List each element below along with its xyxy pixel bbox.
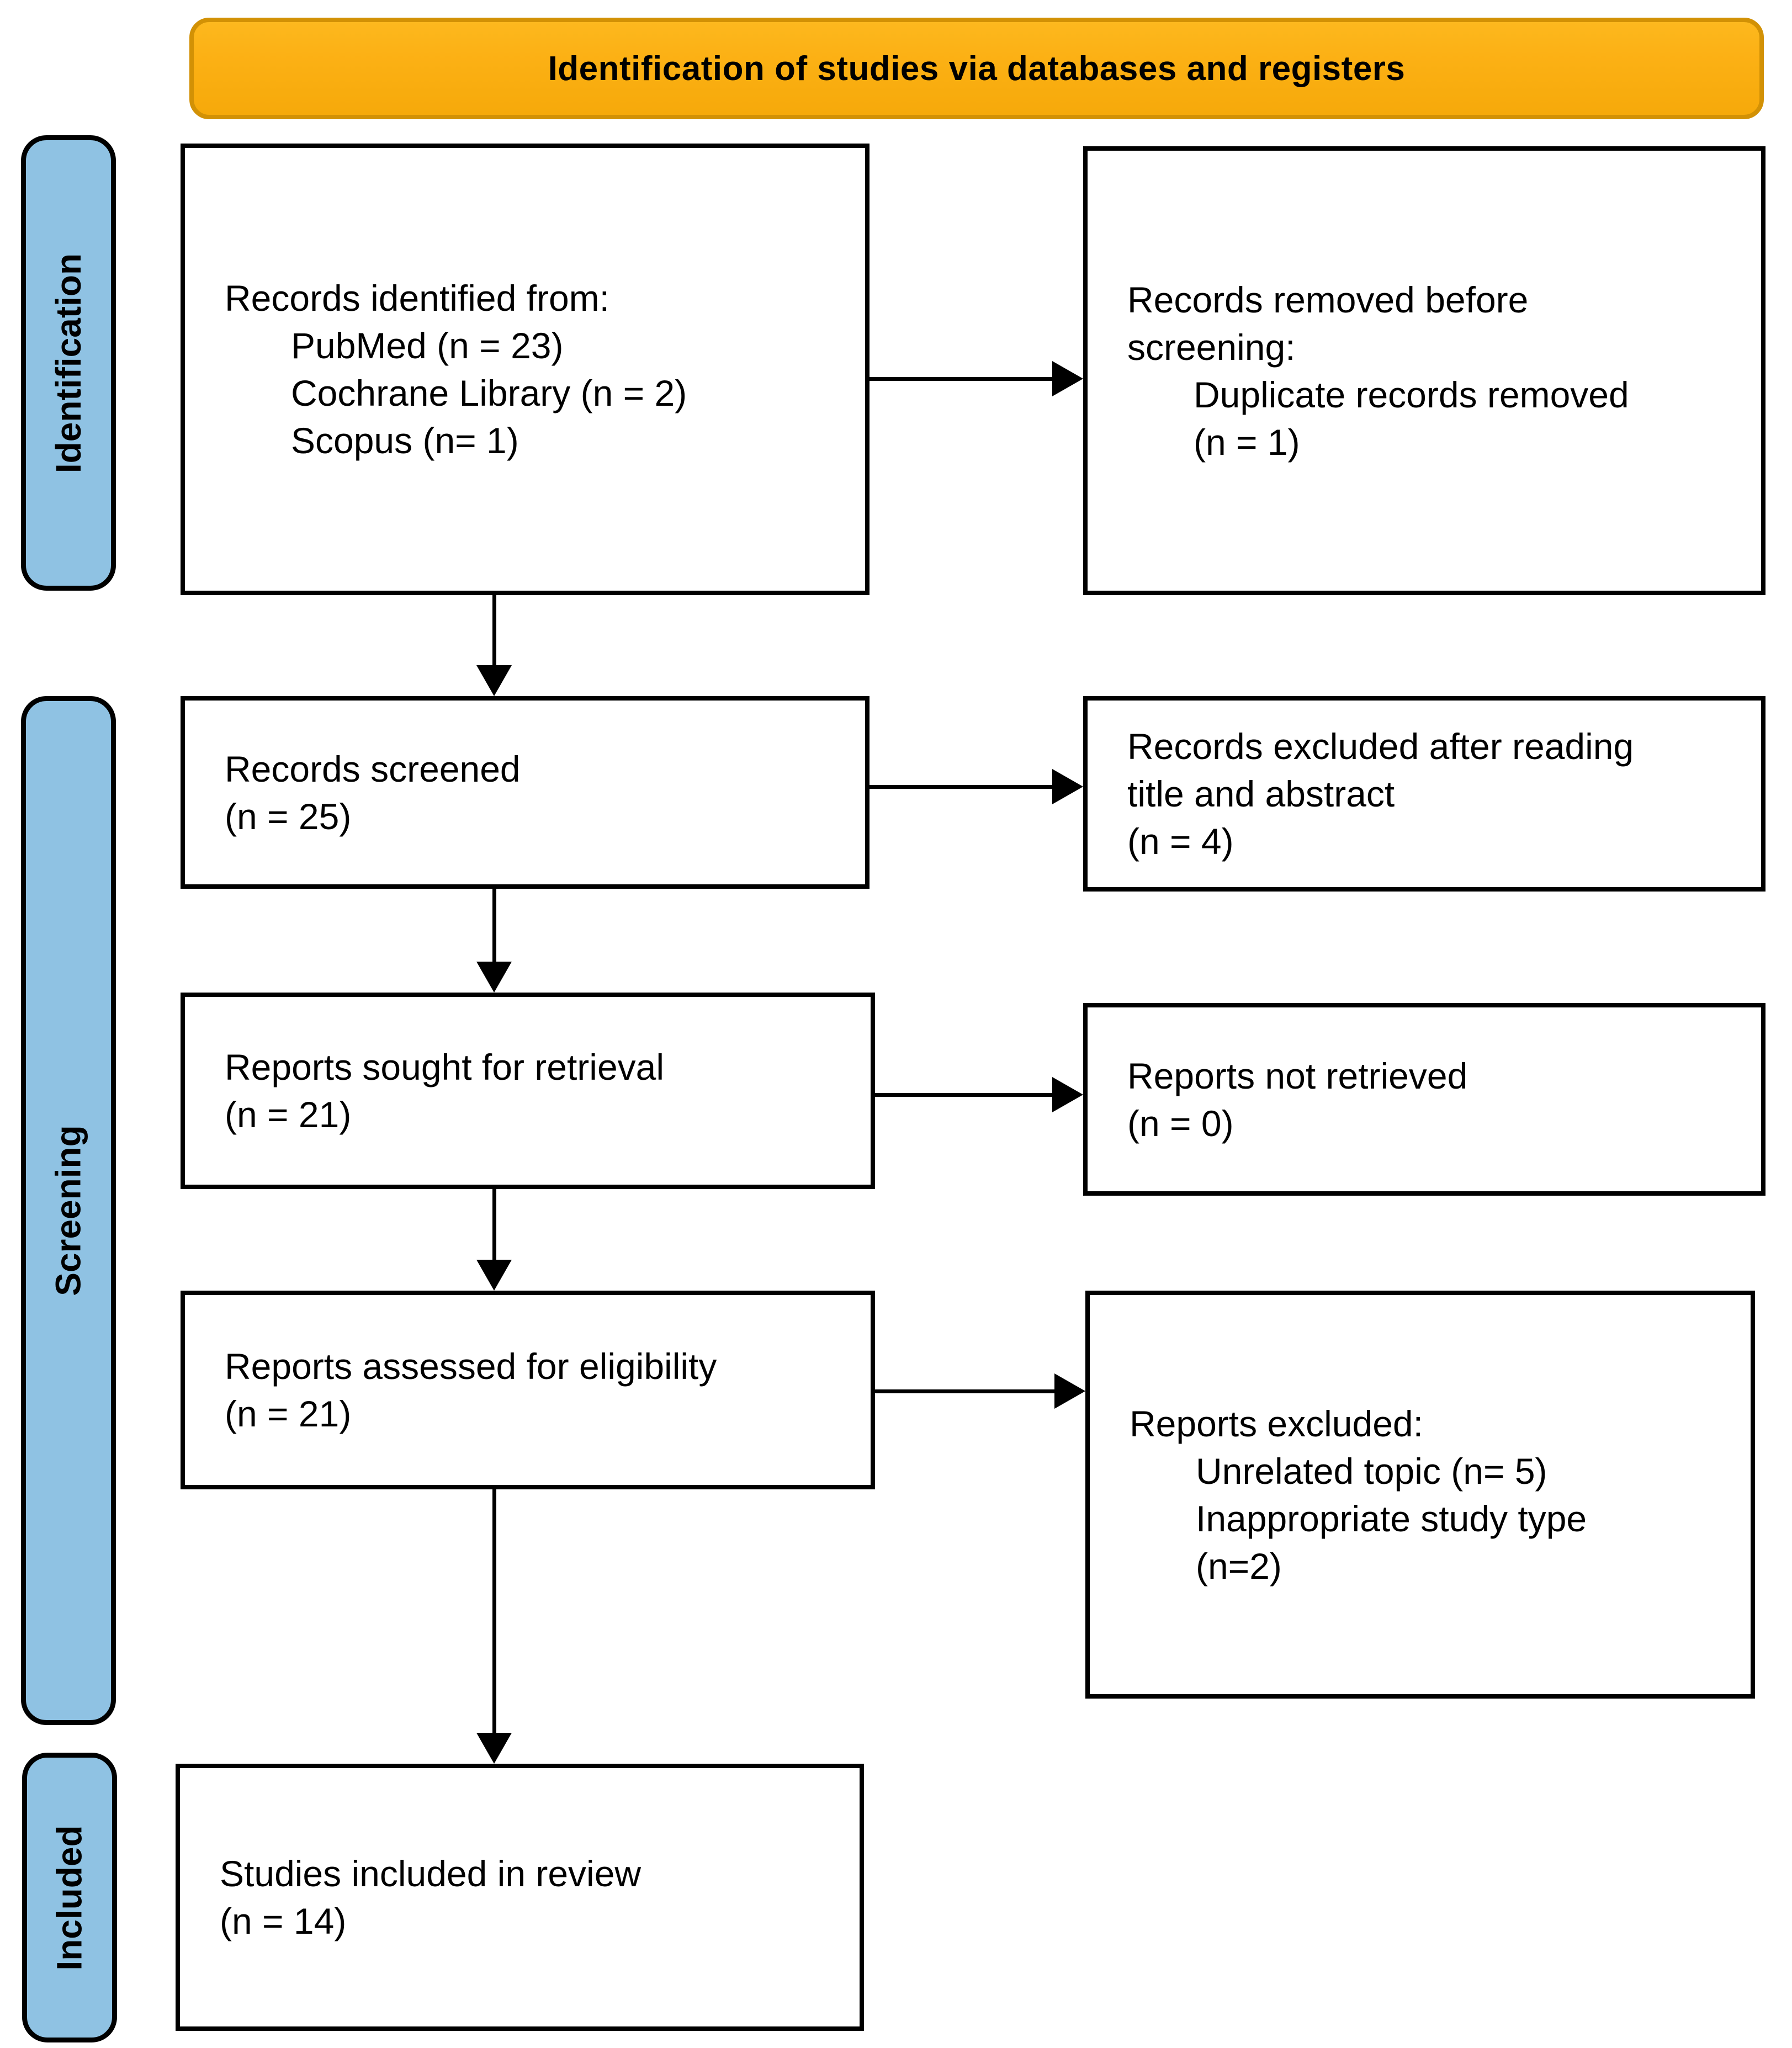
- arrow-down-icon: [476, 1733, 512, 1764]
- stage-label-screening: Screening: [21, 696, 116, 1725]
- box-records-identified: Records identified from: PubMed (n = 23)…: [181, 144, 870, 595]
- box-reports-sought: Reports sought for retrieval (n = 21): [181, 993, 875, 1189]
- arrow-right-icon: [1054, 1373, 1085, 1409]
- arrow-line: [875, 1389, 1055, 1393]
- box-line: (n = 1): [1194, 421, 1300, 463]
- box-line: PubMed (n = 23): [291, 325, 564, 366]
- arrow-line: [492, 1189, 496, 1261]
- box-line: (n = 0): [1127, 1102, 1234, 1144]
- box-line: Records screened: [225, 748, 521, 789]
- box-records-screened: Records screened (n = 25): [181, 696, 870, 889]
- arrow-line: [492, 889, 496, 963]
- box-line: (n = 21): [225, 1393, 352, 1434]
- box-line: Cochrane Library (n = 2): [291, 373, 687, 413]
- box-records-removed: Records removed before screening: Duplic…: [1083, 146, 1766, 595]
- box-line: Reports not retrieved: [1127, 1055, 1468, 1096]
- arrow-line: [870, 785, 1053, 789]
- box-reports-not-retrieved: Reports not retrieved (n = 0): [1083, 1003, 1766, 1196]
- stage-label-text: Included: [50, 1824, 89, 1971]
- box-line: Records identified from:: [225, 278, 609, 319]
- arrow-right-icon: [1052, 1077, 1083, 1112]
- box-line: Duplicate records removed: [1194, 374, 1629, 415]
- box-line: Inappropriate study type: [1196, 1498, 1587, 1539]
- box-line: Studies included in review: [220, 1853, 641, 1894]
- box-line: Reports assessed for eligibility: [225, 1346, 717, 1387]
- box-line: (n = 4): [1127, 821, 1234, 862]
- arrow-down-icon: [476, 1260, 512, 1291]
- box-line: (n = 21): [225, 1094, 352, 1135]
- box-line: Records removed before: [1127, 279, 1529, 320]
- arrow-right-icon: [1052, 769, 1083, 804]
- stage-label-included: Included: [22, 1753, 117, 2042]
- box-reports-excluded: Reports excluded: Unrelated topic (n= 5)…: [1085, 1291, 1755, 1699]
- box-line: (n = 14): [220, 1901, 347, 1941]
- box-line: Unrelated topic (n= 5): [1196, 1450, 1547, 1492]
- box-line: screening:: [1127, 326, 1296, 368]
- box-records-excluded: Records excluded after reading title and…: [1083, 696, 1766, 892]
- arrow-line: [870, 377, 1053, 381]
- box-line: title and abstract: [1127, 773, 1395, 814]
- box-studies-included: Studies included in review (n = 14): [176, 1764, 864, 2031]
- arrow-line: [875, 1093, 1053, 1097]
- stage-label-identification: Identification: [21, 135, 116, 591]
- box-line: Reports sought for retrieval: [225, 1047, 665, 1087]
- arrow-down-icon: [476, 962, 512, 993]
- box-line: (n=2): [1196, 1545, 1282, 1587]
- box-line: Records excluded after reading: [1127, 726, 1634, 767]
- arrow-line: [492, 595, 496, 666]
- arrow-right-icon: [1052, 361, 1083, 396]
- arrow-line: [492, 1489, 496, 1734]
- box-reports-assessed: Reports assessed for eligibility (n = 21…: [181, 1291, 875, 1489]
- stage-label-text: Screening: [49, 1125, 88, 1296]
- banner-title: Identification of studies via databases …: [548, 49, 1406, 88]
- banner: Identification of studies via databases …: [189, 18, 1764, 119]
- box-line: (n = 25): [225, 795, 352, 837]
- box-line: Scopus (n= 1): [291, 420, 519, 461]
- arrow-down-icon: [476, 665, 512, 696]
- box-line: Reports excluded:: [1130, 1403, 1423, 1444]
- stage-label-text: Identification: [49, 253, 88, 473]
